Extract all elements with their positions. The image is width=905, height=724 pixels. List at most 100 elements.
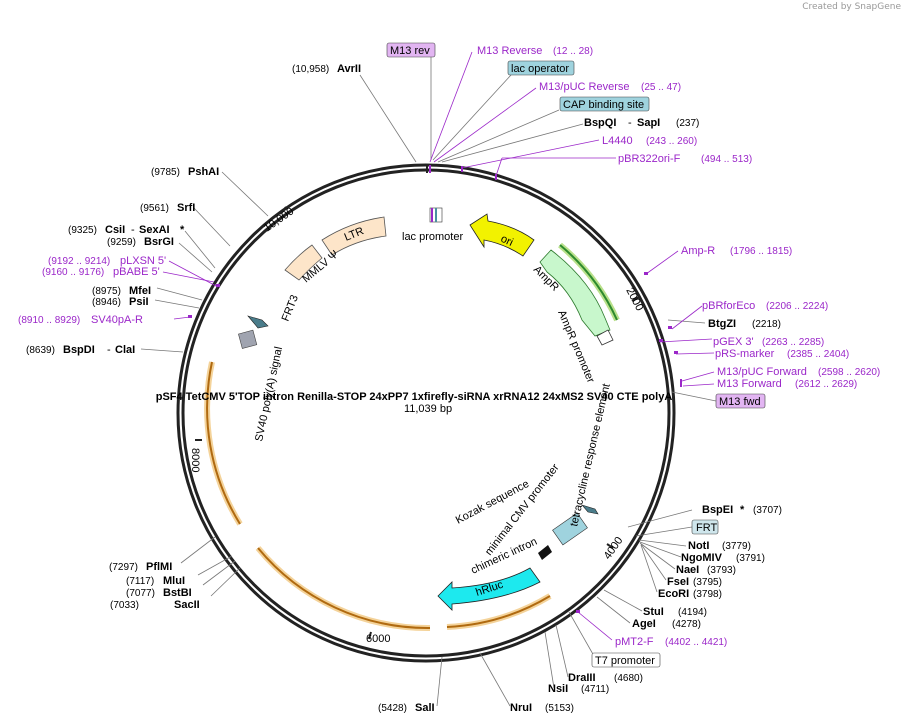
orange-arc-bottom-inner xyxy=(257,547,431,630)
tre-block xyxy=(552,512,588,546)
sapi-name: SapI xyxy=(637,117,660,129)
sv40-polya-box xyxy=(238,329,258,349)
mfei-pos: (8975) xyxy=(92,286,121,297)
fsei-name: FseI xyxy=(667,576,689,588)
orange-arc-left xyxy=(204,361,243,526)
prs-marker-range: (2385 .. 2404) xyxy=(787,349,849,360)
ampr-promoter-arrow xyxy=(596,329,614,346)
naei-pos: (3793) xyxy=(707,565,736,576)
l4440-range: (243 .. 260) xyxy=(646,136,697,147)
pgex3-name: pGEX 3' xyxy=(713,336,754,348)
orange-arc-bottom-right-inner xyxy=(446,595,551,628)
hrluc-arrow xyxy=(437,567,541,611)
nsii-name: NsiI xyxy=(548,683,568,695)
tick-label-8000: 8000 xyxy=(189,448,201,472)
nrui-pos: (5153) xyxy=(545,703,574,714)
plxsn5-name: pLXSN 5' xyxy=(120,255,166,267)
m13-puc-forward-name: M13/pUC Forward xyxy=(717,366,807,378)
m13-forward-name: M13 Forward xyxy=(717,378,782,390)
nsii-pos: (4711) xyxy=(581,684,609,695)
t7-promoter-label: T7 promoter xyxy=(595,655,655,667)
naei-name: NaeI xyxy=(676,564,699,576)
m13-fwd-label: M13 fwd xyxy=(719,396,761,408)
frt-arrow-inner xyxy=(581,504,599,515)
bstbi-name: BstBI xyxy=(163,587,192,599)
bspdi-name: BspDI xyxy=(63,344,95,356)
sv40pa-r-name: SV40pA-R xyxy=(91,314,143,326)
srfi-pos: (9561) xyxy=(140,203,169,214)
lac-operator-label: lac operator xyxy=(511,63,569,75)
bspqi-sep: - xyxy=(628,117,632,129)
prs-marker-name: pRS-marker xyxy=(715,348,775,360)
m13-reverse-name: M13 Reverse xyxy=(477,45,542,57)
btgzi-pos: (2218) xyxy=(752,319,781,330)
psii-name: PsiI xyxy=(129,296,149,308)
draiii-name: DraIII xyxy=(568,672,596,684)
cap-binding-site-label: CAP binding site xyxy=(563,99,644,111)
sexai-name: SexAI xyxy=(139,224,170,236)
stui-pos: (4194) xyxy=(678,607,707,618)
sacii-pos: (7033) xyxy=(110,600,139,611)
pflmi-pos: (7297) xyxy=(109,562,138,573)
bspqi-pos: (237) xyxy=(676,118,699,129)
m13-reverse-range: (12 .. 28) xyxy=(553,46,593,57)
tick-label-10000: 10,000 xyxy=(262,205,296,234)
m13-puc-forward-range: (2598 .. 2620) xyxy=(818,367,880,378)
pshai-name: PshAI xyxy=(188,166,219,178)
orange-arc-left-inner xyxy=(206,361,241,525)
pflmi-name: PflMI xyxy=(146,561,172,573)
cap-binding-site-box xyxy=(559,96,650,112)
m13-fwd-box xyxy=(715,393,766,409)
bspdi-pos: (8639) xyxy=(26,345,55,356)
frt-box xyxy=(691,519,719,535)
m13-rev-label: M13 rev xyxy=(390,45,430,57)
site-mark xyxy=(426,165,428,173)
csii-name: CsiI xyxy=(105,224,125,236)
plxsn5-range: (9192 .. 9214) xyxy=(48,256,110,267)
nrui-name: NruI xyxy=(510,702,532,714)
scale-ticks xyxy=(195,206,640,640)
lac-promoter-label: lac promoter xyxy=(402,231,463,243)
ampr-arrow xyxy=(539,249,611,337)
sali-name: SalI xyxy=(415,702,435,714)
mlui-pos: (7117) xyxy=(126,576,154,587)
pshai-pos: (9785) xyxy=(151,167,180,178)
plasmid-name: pSF4 TetCMV 5'TOP intron Renilla-STOP 24… xyxy=(156,391,673,403)
bspei-pos: (3707) xyxy=(753,505,782,516)
m13-rev-box xyxy=(386,42,436,58)
primer-lines xyxy=(162,51,715,641)
bspqi-name: BspQI xyxy=(584,117,616,129)
ngomiv-name: NgoMIV xyxy=(681,552,723,564)
pbr322ori-f-name: pBR322ori-F xyxy=(618,153,681,165)
bsrgi-pos: (9259) xyxy=(107,237,136,248)
draiii-pos: (4680) xyxy=(614,673,643,684)
bsrgi-name: BsrGI xyxy=(144,236,174,248)
ltr-arrow xyxy=(321,216,387,256)
stui-name: StuI xyxy=(643,606,664,618)
l4440-name: L4440 xyxy=(602,135,633,147)
bspei-star: * xyxy=(740,504,745,516)
bstbi-pos: (7077) xyxy=(126,588,155,599)
mfei-name: MfeI xyxy=(129,285,151,297)
frt-label: FRT xyxy=(696,522,717,534)
fsei-pos: (3795) xyxy=(693,577,722,588)
amp-r-range: (1796 .. 1815) xyxy=(730,246,792,257)
srfi-name: SrfI xyxy=(177,202,195,214)
t7-promoter-box xyxy=(591,652,661,668)
ltr-arrow-2 xyxy=(284,244,323,281)
ngomiv-pos: (3791) xyxy=(736,553,765,564)
pbrforeco-range: (2206 .. 2224) xyxy=(766,301,828,312)
psii-pos: (8946) xyxy=(92,297,121,308)
sacii-name: SacII xyxy=(174,599,200,611)
ampr-outline-arc-inner xyxy=(559,244,618,321)
pmt2-f-name: pMT2-F xyxy=(615,636,654,648)
pbabe5-name: pBABE 5' xyxy=(113,266,160,278)
frt3-label: FRT3 xyxy=(280,293,301,323)
mlui-name: MluI xyxy=(163,575,185,587)
ori-label: ori xyxy=(499,233,515,249)
bspdi-sep: - xyxy=(107,344,111,356)
frt3-arrow xyxy=(247,315,269,329)
noti-name: NotI xyxy=(688,540,709,552)
plasmid-size: 11,039 bp xyxy=(404,403,452,415)
